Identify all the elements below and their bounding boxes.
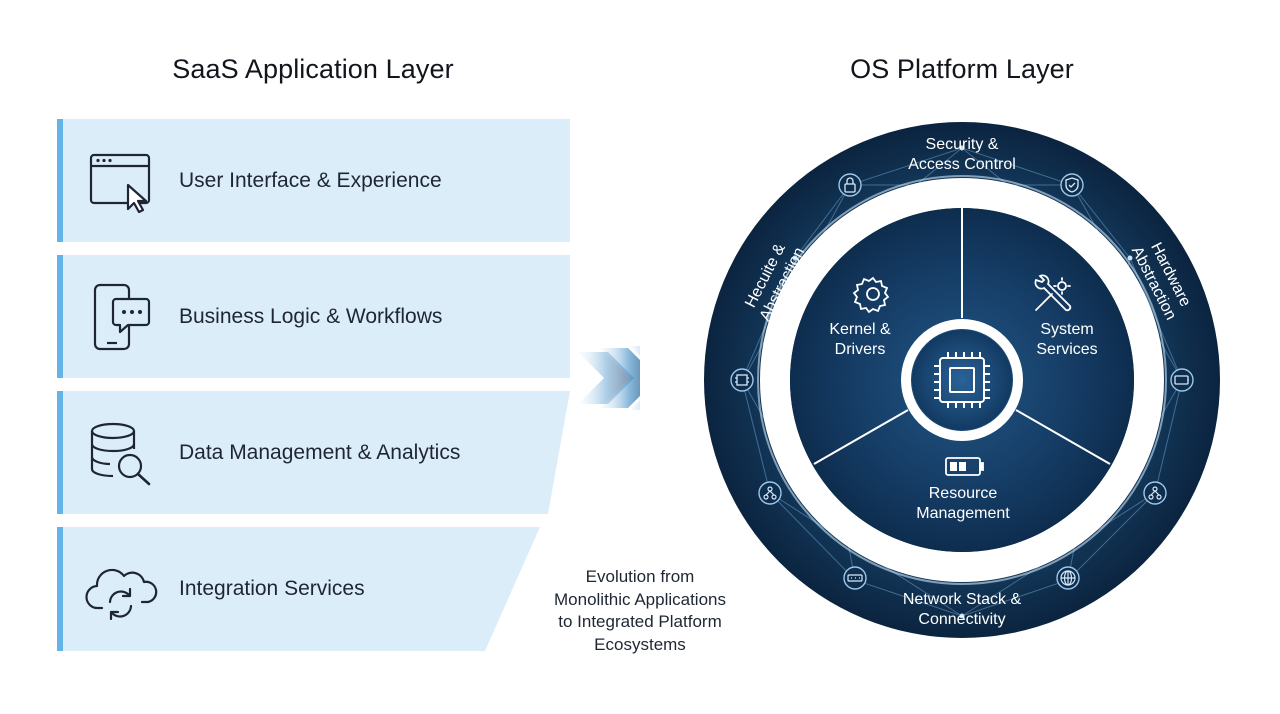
- ring-graphic: [704, 122, 1220, 638]
- evolution-caption: Evolution from Monolithic Applications t…: [554, 567, 726, 654]
- layer-band-ui: [57, 119, 570, 242]
- layer-band-integration: [57, 527, 540, 651]
- os-platform-ring: Security & Access Control Hardware Abstr…: [700, 118, 1230, 648]
- kernel-drivers-label: Kernel & Drivers: [829, 321, 891, 358]
- resource-management-label: Resource Management: [916, 485, 1010, 522]
- sector-dividers: [813, 208, 1111, 465]
- network-hub-icon: [763, 486, 1162, 500]
- database-search-icon: [90, 422, 151, 486]
- layer-band-data: [57, 391, 570, 514]
- core-ring: [901, 319, 1023, 441]
- tools-icon: [1034, 274, 1072, 312]
- chip-small-icon: [735, 374, 749, 386]
- saas-layer-stack: User Interface & Experience Business Log…: [57, 119, 640, 651]
- phone-chat-icon: [93, 283, 151, 351]
- layer-accent-data: [57, 391, 63, 514]
- battery-small-icon: [1174, 375, 1189, 385]
- layer-accent-ui: [57, 119, 63, 242]
- os-title: OS Platform Layer: [850, 54, 1074, 84]
- browser-cursor-icon: [89, 153, 151, 214]
- layer-accent-integration: [57, 527, 63, 651]
- layer-label-ui: User Interface & Experience: [179, 169, 442, 192]
- white-ring: [760, 178, 1164, 582]
- security-access-label: Security & Access Control: [908, 136, 1016, 173]
- router-icon: [847, 574, 863, 582]
- core-disc: [912, 330, 1012, 430]
- globe-icon: [1060, 570, 1076, 586]
- lock-icon: [844, 177, 856, 193]
- layer-bands: [57, 119, 640, 651]
- battery-icon: [945, 457, 984, 476]
- network-stack-label: Network Stack & Connectivity: [902, 591, 1022, 628]
- layer-label-integration: Integration Services: [179, 577, 365, 600]
- gear-icon: [852, 276, 890, 314]
- system-services-label: System Services: [1036, 321, 1098, 358]
- layer-label-data: Data Management & Analytics: [179, 441, 461, 464]
- layer-accent-logic: [57, 255, 63, 378]
- saas-title: SaaS Application Layer: [172, 54, 454, 84]
- layer-band-logic: [57, 255, 570, 378]
- shield-icon: [1065, 177, 1079, 193]
- cloud-sync-icon: [85, 568, 158, 620]
- evolution-arrow-icon: [578, 346, 640, 410]
- layer-label-logic: Business Logic & Workflows: [179, 305, 443, 328]
- cpu-chip-icon: [934, 352, 990, 408]
